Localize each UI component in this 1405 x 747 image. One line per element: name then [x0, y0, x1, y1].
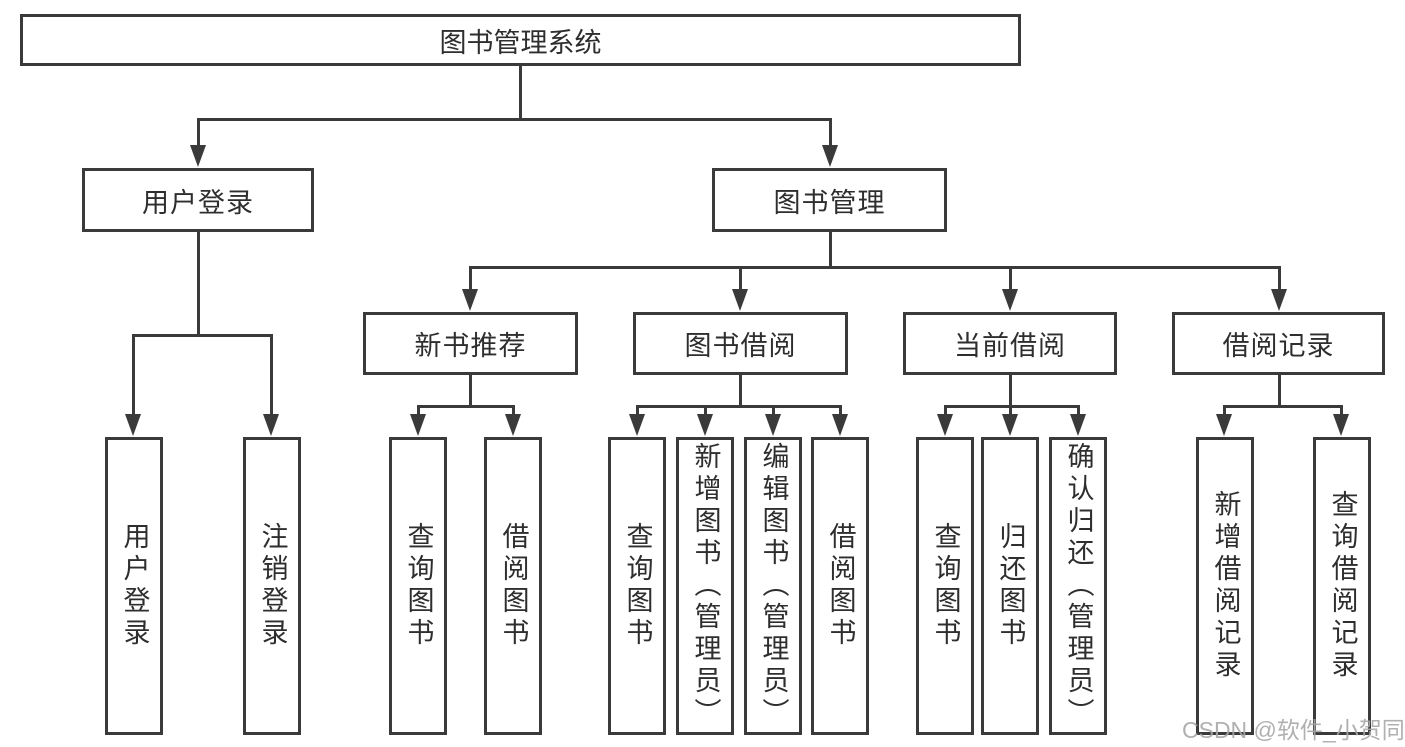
node-book-borrow: 图书借阅	[633, 312, 848, 375]
arrowhead-down-icon	[263, 414, 279, 436]
arrowhead-down-icon	[1271, 289, 1287, 311]
leaf-query-borrow-record: 查询借阅记录	[1313, 437, 1371, 735]
connector-line	[943, 406, 947, 414]
node-label: 用户登录	[142, 187, 254, 218]
connector-line	[771, 406, 775, 414]
node-label: 借阅图书	[825, 522, 856, 650]
arrowhead-down-icon	[937, 414, 953, 436]
arrowhead-down-icon	[832, 414, 848, 436]
node-book-management: 图书管理	[712, 168, 947, 232]
connector-line	[828, 119, 832, 145]
connector-line	[1076, 406, 1080, 414]
arrowhead-down-icon	[1002, 414, 1018, 436]
node-label: 借阅图书	[498, 522, 529, 650]
leaf-add-borrow-record: 新增借阅记录	[1196, 437, 1254, 735]
leaf-borrow-books: 借阅图书	[811, 437, 869, 735]
connector-line	[828, 232, 832, 269]
arrowhead-down-icon	[1333, 414, 1349, 436]
leaf-query-books-recommend: 查询图书	[389, 437, 447, 735]
node-label: 图书管理系统	[439, 27, 602, 58]
leaf-query-books-current: 查询图书	[916, 437, 974, 735]
node-label: 新书推荐	[414, 331, 527, 361]
node-label: 查询借阅记录	[1327, 490, 1358, 682]
arrowhead-down-icon	[697, 414, 713, 436]
connector-line	[269, 335, 273, 414]
node-label: 新增图书（管理员）	[690, 442, 721, 730]
node-label: 图书借阅	[684, 331, 797, 361]
connector-line	[738, 267, 742, 289]
leaf-borrow-books-recommend: 借阅图书	[484, 437, 542, 735]
arrowhead-down-icon	[462, 289, 478, 311]
connector-line	[1008, 375, 1012, 408]
connector-line	[511, 406, 515, 414]
connector-line	[738, 375, 742, 408]
arrowhead-down-icon	[765, 414, 781, 436]
leaf-return-books: 归还图书	[981, 437, 1039, 735]
node-user-login: 用户登录	[82, 168, 314, 232]
node-label: 图书管理	[773, 187, 886, 218]
node-label: 确认归还（管理员）	[1063, 442, 1094, 730]
connector-line	[1008, 406, 1012, 414]
leaf-query-books-borrow: 查询图书	[608, 437, 666, 735]
connector-line	[131, 335, 135, 414]
arrowhead-down-icon	[1002, 289, 1018, 311]
connector-line	[1277, 375, 1281, 408]
node-label: 归还图书	[995, 522, 1026, 650]
connector-line	[838, 406, 842, 414]
connector-line	[196, 232, 200, 337]
connector-line	[1222, 406, 1226, 414]
node-label: 编辑图书（管理员）	[758, 442, 789, 730]
leaf-logout: 注销登录	[243, 437, 301, 735]
node-label: 借阅记录	[1222, 331, 1335, 361]
leaf-edit-books-admin: 编辑图书（管理员）	[744, 437, 802, 735]
arrowhead-down-icon	[1216, 414, 1232, 436]
connector-line	[416, 404, 515, 408]
connector-line	[519, 66, 522, 121]
connector-line	[468, 267, 472, 289]
arrowhead-down-icon	[732, 289, 748, 311]
connector-line	[131, 333, 273, 337]
node-label: 当前借阅	[954, 331, 1066, 361]
node-current-borrow: 当前借阅	[903, 312, 1117, 375]
node-label: 查询图书	[930, 522, 961, 650]
node-new-book-recommend: 新书推荐	[363, 312, 578, 375]
arrowhead-down-icon	[629, 414, 645, 436]
connector-line	[196, 117, 832, 121]
arrowhead-down-icon	[190, 145, 206, 167]
connector-line	[468, 265, 1281, 269]
arrowhead-down-icon	[822, 145, 838, 167]
arrowhead-down-icon	[125, 414, 141, 436]
connector-line	[943, 404, 1080, 408]
arrowhead-down-icon	[1070, 414, 1086, 436]
arrowhead-down-icon	[410, 414, 426, 436]
connector-line	[468, 375, 472, 408]
watermark: CSDN @软件_小贺同学	[1182, 717, 1405, 743]
connector-line	[1339, 406, 1343, 414]
node-label: 注销登录	[257, 522, 288, 650]
leaf-add-books-admin: 新增图书（管理员）	[676, 437, 734, 735]
connector-line	[196, 119, 200, 145]
node-label: 新增借阅记录	[1210, 490, 1241, 682]
node-label: 查询图书	[622, 522, 653, 650]
node-borrow-record: 借阅记录	[1172, 312, 1385, 375]
connector-line	[635, 404, 842, 408]
node-label: 查询图书	[403, 522, 434, 650]
node-root-system: 图书管理系统	[20, 14, 1021, 66]
connector-line	[1277, 267, 1281, 289]
connector-line	[416, 406, 420, 414]
connector-line	[1222, 404, 1343, 408]
leaf-confirm-return-admin: 确认归还（管理员）	[1049, 437, 1107, 735]
node-label: 用户登录	[119, 522, 150, 650]
connector-line	[635, 406, 639, 414]
arrowhead-down-icon	[505, 414, 521, 436]
connector-line	[703, 406, 707, 414]
leaf-user-login: 用户登录	[105, 437, 163, 735]
connector-line	[1008, 267, 1012, 289]
